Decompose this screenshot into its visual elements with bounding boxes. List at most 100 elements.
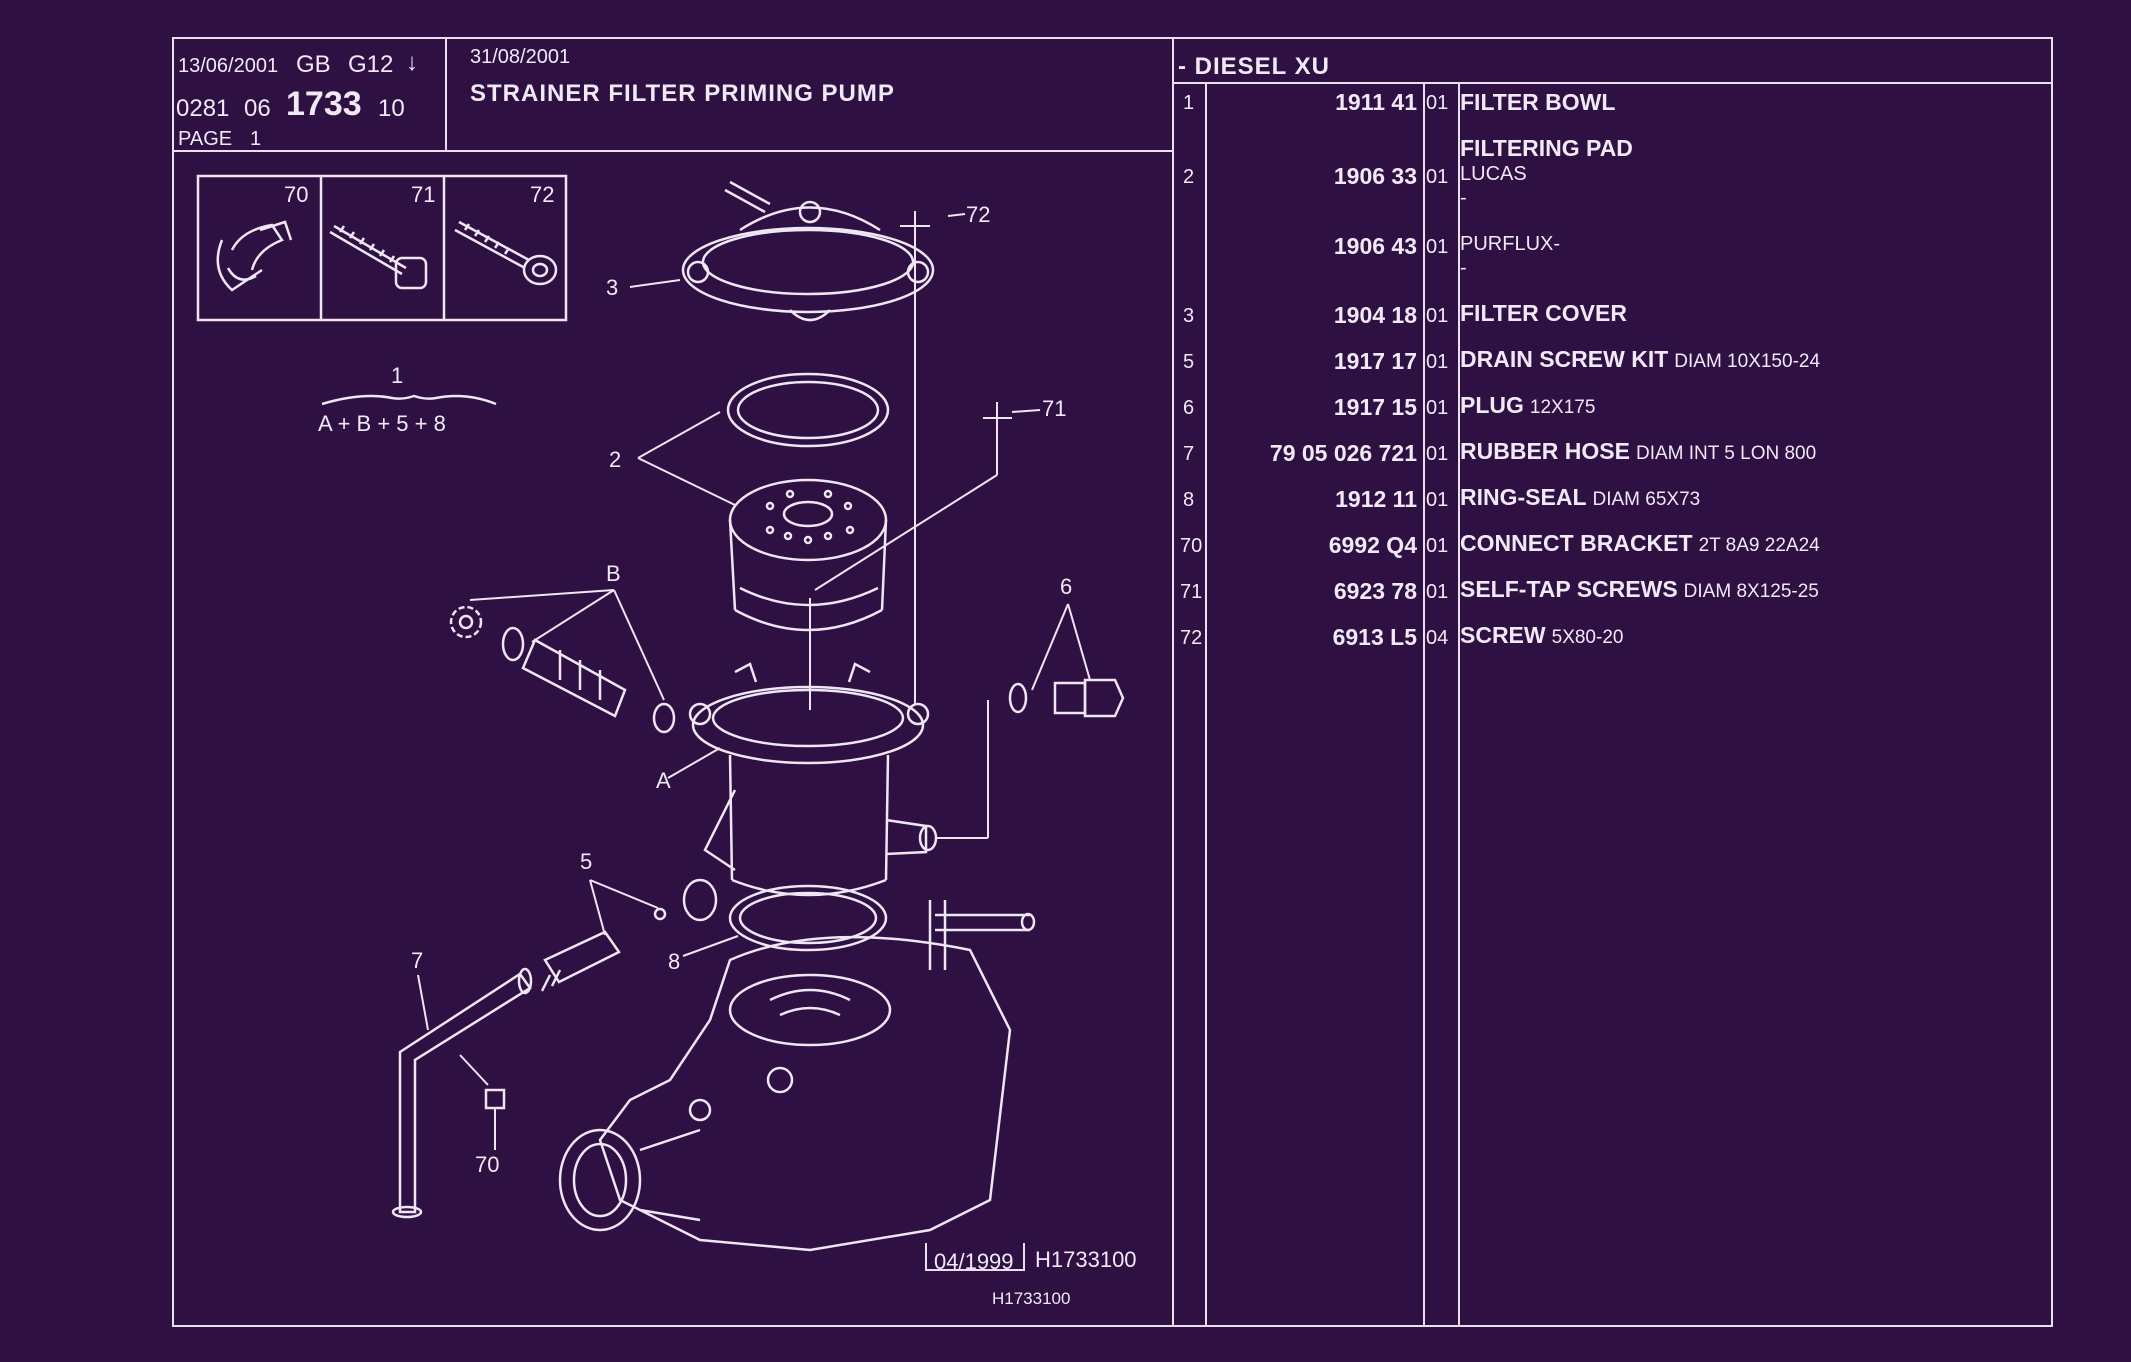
part-ref: 79 05 026 721	[1269, 440, 1417, 466]
drain-screw-kit-part	[449, 605, 676, 734]
part-index: 7	[1183, 443, 1195, 465]
page-title: STRAINER FILTER PRIMING PUMP	[470, 80, 895, 107]
part-ref: 6992 Q4	[1328, 532, 1417, 558]
callout-7: 7	[411, 948, 424, 973]
print-date: 13/06/2001	[178, 55, 279, 77]
kit-brace	[321, 394, 497, 406]
ref-group: 06	[244, 95, 271, 122]
footer-ref: H1733100	[1035, 1247, 1137, 1272]
lang-code: GB	[296, 51, 331, 78]
part-index: 6	[1183, 397, 1195, 419]
kit-formula: A + B + 5 + 8	[318, 411, 446, 436]
leader-lines	[417, 211, 1091, 1150]
footer-ref-small: H1733100	[992, 1289, 1071, 1308]
part-index: 5	[1183, 351, 1195, 373]
part-ref: 1906 33	[1333, 163, 1417, 189]
part-index: 71	[1180, 581, 1203, 603]
part-name: FILTERING PAD	[1460, 135, 1633, 161]
part-subline: LUCAS	[1460, 163, 1527, 185]
ring-seal-part	[728, 884, 888, 952]
parts-col-qty	[1458, 82, 1460, 1327]
part-qty: 01	[1426, 92, 1449, 114]
filtering-pad-part	[728, 478, 888, 632]
header-separator	[445, 37, 447, 152]
callout-3: 3	[606, 275, 619, 300]
group-code: G12	[348, 51, 394, 78]
parts-col-idx	[1205, 82, 1207, 1327]
rubber-hose-part	[391, 967, 533, 1219]
part-ref: 6923 78	[1333, 578, 1417, 604]
down-arrow-icon: ↓	[406, 49, 418, 76]
edition-date: 31/08/2001	[470, 46, 571, 68]
part-index: 2	[1183, 166, 1195, 188]
inset-label-71: 71	[411, 182, 436, 207]
kit-number: 1	[391, 363, 404, 388]
part-ref: 1912 11	[1335, 486, 1417, 512]
pump-body-part	[558, 900, 1036, 1252]
panel-separator	[1172, 37, 1174, 1327]
part-qty: 01	[1426, 397, 1449, 419]
part-index: 3	[1183, 305, 1195, 327]
part-qty: 01	[1426, 535, 1449, 557]
ref-number: 1733	[286, 85, 362, 123]
part-index: 1	[1183, 92, 1195, 114]
part-qty: 01	[1426, 581, 1449, 603]
part-qty: 01	[1426, 236, 1449, 258]
seal-ring-part	[726, 372, 890, 448]
parts-col-ref	[1423, 82, 1425, 1327]
model-label: - DIESEL XU	[1178, 53, 1330, 80]
page-label: PAGE	[178, 128, 233, 150]
inset-label-70: 70	[284, 182, 309, 207]
filter-bowl-part	[688, 662, 938, 897]
part-ref: 1917 17	[1333, 348, 1417, 374]
callout-70: 70	[475, 1152, 500, 1177]
part-ref: 1906 43	[1333, 233, 1417, 259]
part-qty: 01	[1426, 443, 1449, 465]
callout-6: 6	[1060, 574, 1073, 599]
plug-part	[1008, 678, 1125, 718]
filter-cover-part	[681, 180, 935, 322]
part-qty: 01	[1426, 305, 1449, 327]
part-index: 70	[1180, 535, 1203, 557]
part-ref: 1917 15	[1333, 394, 1417, 420]
inset-label-72: 72	[530, 182, 555, 207]
accessory-inset	[196, 174, 568, 322]
header-divider-left	[172, 150, 1172, 152]
ref-suffix: 10	[378, 95, 405, 122]
part-qty: 01	[1426, 489, 1449, 511]
footer-date: 04/1999	[934, 1249, 1014, 1274]
callout-B: B	[606, 561, 621, 586]
callout-71: 71	[1042, 396, 1067, 421]
part-subline: -	[1460, 187, 1467, 209]
part-ref: 6913 L5	[1332, 624, 1417, 650]
callout-72: 72	[966, 202, 991, 227]
part-subline: PURFLUX-	[1460, 233, 1561, 255]
part-name: FILTER BOWL	[1460, 89, 1616, 115]
part-subline: -	[1460, 257, 1467, 279]
part-index: 72	[1180, 627, 1203, 649]
catalog-sheet	[172, 37, 2053, 1327]
part-qty: 01	[1426, 351, 1449, 373]
part-name: FILTER COVER	[1460, 300, 1627, 326]
drain-screw-part	[540, 878, 718, 992]
part-ref: 1904 18	[1333, 302, 1417, 328]
ref-prefix: 0281	[176, 95, 230, 122]
callout-8: 8	[668, 949, 681, 974]
footer-date-box	[925, 1243, 1025, 1271]
page-number: 1	[250, 128, 262, 150]
part-ref: 1911 41	[1335, 89, 1417, 115]
part-qty: 04	[1426, 627, 1449, 649]
callout-A: A	[656, 768, 671, 793]
callout-2: 2	[609, 447, 622, 472]
header-divider-right	[1172, 82, 2053, 84]
callout-5: 5	[580, 849, 593, 874]
part-qty: 01	[1426, 166, 1449, 188]
